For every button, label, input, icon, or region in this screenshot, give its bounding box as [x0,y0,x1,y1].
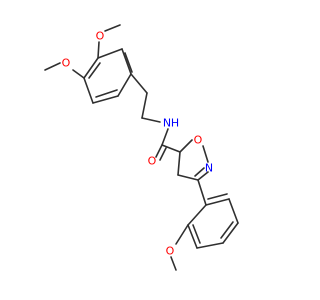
bond [159,147,167,161]
bond [177,174,199,181]
atom-oxygen-ring: O [194,134,203,147]
atom-nitrogen-amide: N [163,117,171,130]
bond [83,57,99,79]
bond [88,62,101,79]
bond [202,145,209,163]
bond [72,69,85,79]
bond [97,41,100,59]
bond [222,222,239,244]
atom-oxygen-carbonyl: O [148,155,157,168]
bond [179,139,193,153]
bond [117,73,132,97]
bond [175,224,189,245]
bond [130,73,148,94]
atom-oxygen-methoxy-top: O [96,30,105,43]
bond [44,62,61,71]
bond [124,52,133,73]
bond [83,77,94,104]
molecule-structure: O O N H O O N O [44,24,239,271]
atom-oxygen-methoxy-left: O [62,57,71,70]
bond [228,198,239,224]
bond [97,48,123,59]
bond [197,179,207,206]
bond [187,204,207,226]
bond [161,128,169,146]
atom-oxygen-methoxy-bottom: O [166,245,175,258]
bond [220,221,234,239]
bond [187,224,198,249]
bond [177,151,181,176]
bond [155,144,163,158]
bonds [44,24,239,271]
atom-labels: O O N H O O N O [62,30,213,258]
atom-hydrogen-amide: H [171,117,179,130]
bond [196,242,224,249]
molecule-diagram: O O N H O O N O [44,24,239,271]
bond [104,24,121,32]
bond [95,89,118,98]
bond [192,224,201,244]
bond [207,193,228,200]
bond [161,144,181,153]
bond [197,171,209,181]
atom-nitrogen-ring: N [205,162,213,175]
bond [121,48,132,75]
bond [170,256,177,271]
bond [92,95,119,104]
bond [194,167,205,177]
bond [141,92,148,119]
bond [205,198,230,206]
bond [141,117,161,123]
